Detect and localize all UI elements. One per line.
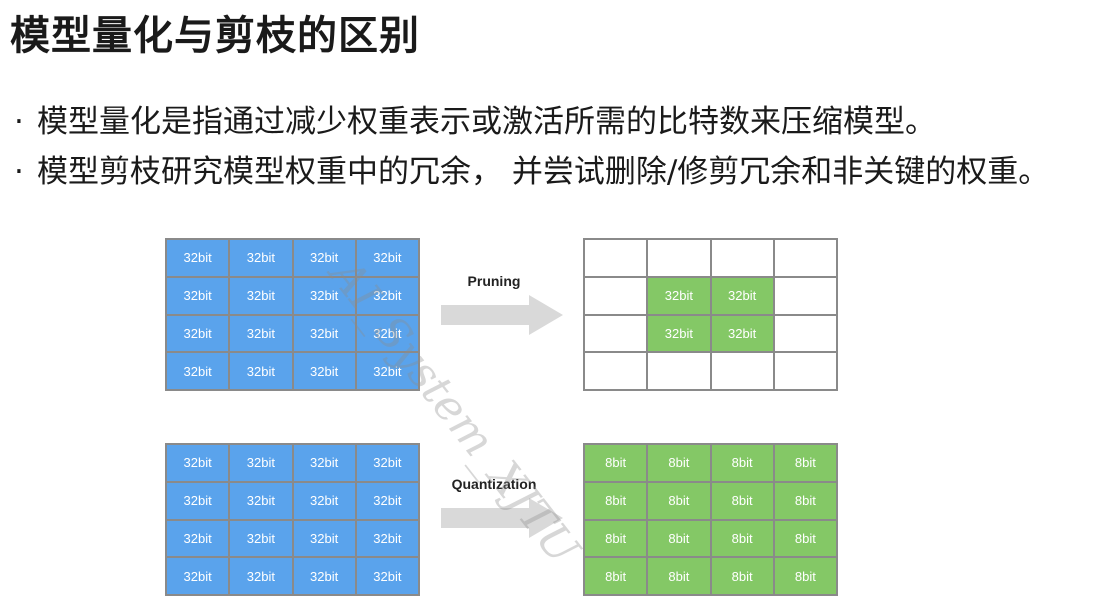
matrix-cell-empty <box>773 239 837 277</box>
matrix-cell-32bit: 32bit <box>229 276 293 315</box>
matrix-cell-32bit: 32bit <box>229 481 293 520</box>
matrix-cell-empty <box>584 239 648 277</box>
matrix-cell-8bit: 8bit <box>773 557 837 595</box>
matrix-cell-32bit: 32bit <box>710 276 774 315</box>
matrix-cell-8bit: 8bit <box>584 519 648 558</box>
bullet-text: 模型量化是指通过减少权重表示或激活所需的比特数来压缩模型。 <box>37 104 936 140</box>
matrix-cell-32bit: 32bit <box>710 314 774 353</box>
matrix-cell-empty <box>773 276 837 315</box>
pruning-arrow-icon <box>441 295 563 335</box>
matrix-cell-32bit: 32bit <box>166 444 230 482</box>
matrix-cell-32bit: 32bit <box>647 276 711 315</box>
matrix-cell-empty <box>773 352 837 390</box>
matrix-cell-32bit: 32bit <box>229 444 293 482</box>
matrix-cell-32bit: 32bit <box>229 352 293 390</box>
matrix-cell-32bit: 32bit <box>166 352 230 390</box>
matrix-cell-32bit: 32bit <box>355 557 419 595</box>
matrix-cell-32bit: 32bit <box>292 557 356 595</box>
matrix-cell-32bit: 32bit <box>166 481 230 520</box>
matrix-cell-8bit: 8bit <box>584 481 648 520</box>
bullet-quantization-definition: · 模型量化是指通过减少权重表示或激活所需的比特数来压缩模型。 <box>14 100 1094 144</box>
matrix-cell-32bit: 32bit <box>355 239 419 277</box>
matrix-cell-32bit: 32bit <box>292 444 356 482</box>
matrix-cell-empty <box>710 239 774 277</box>
bullet-pruning-definition: · 模型剪枝研究模型权重中的冗余， 并尝试删除/修剪冗余和非关键的权重。 <box>14 150 1094 194</box>
matrix-cell-8bit: 8bit <box>710 557 774 595</box>
matrix-cell-8bit: 8bit <box>584 444 648 482</box>
matrix-cell-32bit: 32bit <box>166 314 230 353</box>
matrix-cell-empty <box>584 352 648 390</box>
matrix-cell-32bit: 32bit <box>647 314 711 353</box>
pruning-label: Pruning <box>467 273 521 289</box>
matrix-cell-32bit: 32bit <box>166 239 230 277</box>
matrix-cell-8bit: 8bit <box>773 519 837 558</box>
bullet-dot: · <box>14 154 24 190</box>
bullet-list: · 模型量化是指通过减少权重表示或激活所需的比特数来压缩模型。 · 模型剪枝研究… <box>14 100 1094 194</box>
matrix-cell-32bit: 32bit <box>292 481 356 520</box>
matrix-cell-empty <box>647 239 711 277</box>
matrix-cell-8bit: 8bit <box>647 444 711 482</box>
quantization-label: Quantization <box>451 476 537 492</box>
matrix-cell-8bit: 8bit <box>773 444 837 482</box>
matrix-cell-empty <box>584 276 648 315</box>
page-title: 模型量化与剪枝的区别 <box>10 13 420 59</box>
bullet-dot: · <box>14 104 24 140</box>
matrix-cell-32bit: 32bit <box>292 314 356 353</box>
bullet-text: 模型剪枝研究模型权重中的冗余， 并尝试删除/修剪冗余和非关键的权重。 <box>37 154 1050 190</box>
matrix-cell-8bit: 8bit <box>773 481 837 520</box>
matrix-cell-32bit: 32bit <box>229 557 293 595</box>
matrix-cell-32bit: 32bit <box>229 314 293 353</box>
matrix-cell-32bit: 32bit <box>229 519 293 558</box>
matrix-cell-32bit: 32bit <box>166 557 230 595</box>
matrix-cell-empty <box>584 314 648 353</box>
matrix-cell-32bit: 32bit <box>166 276 230 315</box>
matrix-cell-8bit: 8bit <box>710 481 774 520</box>
matrix-cell-8bit: 8bit <box>710 519 774 558</box>
matrix-cell-32bit: 32bit <box>292 239 356 277</box>
matrix-cell-32bit: 32bit <box>229 239 293 277</box>
matrix-cell-8bit: 8bit <box>710 444 774 482</box>
matrix-cell-empty <box>710 352 774 390</box>
matrix-cell-8bit: 8bit <box>584 557 648 595</box>
matrix-cell-32bit: 32bit <box>355 352 419 390</box>
matrix-cell-32bit: 32bit <box>166 519 230 558</box>
matrix-cell-32bit: 32bit <box>292 519 356 558</box>
matrix-cell-8bit: 8bit <box>647 557 711 595</box>
matrix-cell-32bit: 32bit <box>355 519 419 558</box>
quantization-arrow-icon <box>441 498 563 538</box>
matrix-cell-32bit: 32bit <box>292 276 356 315</box>
matrix-cell-32bit: 32bit <box>292 352 356 390</box>
matrix-cell-8bit: 8bit <box>647 481 711 520</box>
matrix-cell-32bit: 32bit <box>355 481 419 520</box>
matrix-cell-32bit: 32bit <box>355 444 419 482</box>
matrix-cell-32bit: 32bit <box>355 276 419 315</box>
matrix-cell-32bit: 32bit <box>355 314 419 353</box>
matrix-cell-8bit: 8bit <box>647 519 711 558</box>
matrix-cell-empty <box>773 314 837 353</box>
matrix-cell-empty <box>647 352 711 390</box>
